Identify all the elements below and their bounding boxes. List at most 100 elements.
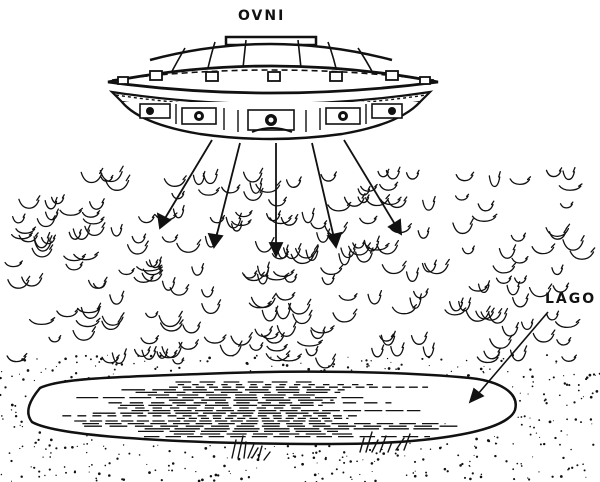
ground-dot — [591, 423, 593, 425]
ground-dot — [95, 355, 99, 358]
mist-stroke — [219, 340, 243, 357]
ground-dot — [2, 418, 4, 420]
mist-stroke — [265, 350, 291, 362]
mist-stroke — [231, 219, 252, 227]
ground-dot — [475, 437, 478, 441]
ground-dot — [519, 392, 521, 394]
mist-stroke — [410, 331, 428, 345]
ground-dot — [19, 447, 21, 450]
ground-dot — [552, 420, 554, 422]
mist-stroke — [269, 214, 293, 225]
ground-dot — [532, 456, 534, 458]
ground-dot — [368, 448, 372, 452]
mist-stroke — [532, 329, 556, 343]
ground-dot — [321, 477, 324, 480]
ground-dot — [522, 375, 525, 378]
mist-stroke — [84, 222, 106, 237]
ground-dot — [580, 421, 582, 424]
mist-stroke — [480, 308, 503, 321]
mist-stroke — [476, 354, 500, 364]
mist-stroke — [10, 232, 34, 240]
mist-stroke — [65, 261, 84, 271]
ground-dot — [160, 479, 163, 482]
ground-dot — [473, 454, 475, 456]
ground-dot — [91, 464, 93, 466]
ground-dot — [178, 366, 181, 370]
ground-dot — [208, 356, 211, 360]
mist-stroke — [104, 174, 131, 191]
ground-dot — [394, 452, 397, 455]
mist-stroke — [171, 190, 185, 200]
ground-dot — [10, 480, 13, 482]
ground-dot — [397, 367, 400, 371]
mist-stroke — [556, 337, 572, 346]
ground-dot — [365, 359, 368, 362]
mist-stroke — [380, 330, 396, 346]
ground-dot — [38, 431, 42, 434]
ground-dot — [104, 464, 107, 467]
ground-dot — [469, 465, 471, 468]
ground-dot — [371, 470, 373, 473]
ground-dot — [49, 438, 53, 442]
ground-dot — [346, 366, 350, 369]
mist-stroke — [285, 176, 302, 188]
ground-dot — [10, 459, 13, 463]
mist-stroke — [178, 339, 200, 350]
ground-dot — [592, 443, 595, 446]
ground-dot — [457, 454, 460, 457]
ground-dot — [50, 452, 52, 454]
mist-stroke — [501, 322, 520, 337]
ground-dot — [33, 446, 36, 448]
ground-dot — [370, 360, 372, 362]
ground-dot — [489, 368, 491, 370]
ground-dot — [293, 455, 297, 458]
mist-stroke — [292, 309, 313, 325]
mist-stroke — [444, 307, 467, 316]
mist-stroke — [133, 346, 151, 358]
ground-dot — [520, 465, 523, 467]
mist-stroke — [552, 282, 570, 293]
mist-stroke — [15, 226, 37, 234]
ground-dot — [450, 370, 453, 373]
mist-stroke — [545, 167, 563, 178]
mist-stroke — [161, 341, 183, 359]
mist-stroke — [7, 275, 31, 289]
ground-dot — [171, 469, 174, 472]
ground-dot — [86, 451, 88, 454]
ground-dot — [592, 373, 596, 376]
mist-stroke — [63, 253, 87, 262]
mist-stroke — [471, 213, 498, 222]
mist-stroke — [201, 299, 222, 315]
mist-stroke — [131, 233, 147, 244]
ground-dot — [184, 451, 187, 454]
ground-dot — [88, 465, 90, 468]
ground-dot — [18, 373, 21, 375]
mist-stroke — [81, 210, 101, 218]
mist-stroke — [282, 243, 302, 260]
ground-dot — [414, 470, 416, 472]
ground-dot — [253, 356, 257, 360]
ground-dot — [307, 367, 311, 371]
mist-stroke — [202, 168, 219, 185]
mist-stroke — [111, 348, 127, 365]
mist-stroke — [310, 220, 328, 230]
ground-dot — [312, 456, 316, 460]
ground-dot — [520, 423, 523, 426]
ground-dot — [338, 459, 341, 461]
mist-stroke — [355, 247, 374, 263]
mist-stroke — [283, 273, 298, 283]
ground-dot — [22, 378, 25, 381]
ground-dot — [568, 384, 571, 387]
ground-dot — [108, 462, 111, 465]
ground-dot — [15, 411, 17, 414]
ground-dot — [19, 424, 21, 426]
ground-dot — [469, 477, 472, 481]
mist-stroke — [569, 247, 596, 260]
ground-dot — [496, 436, 499, 439]
mist-stroke — [145, 259, 159, 268]
ground-dot — [63, 466, 66, 468]
ground-dot — [531, 385, 534, 388]
ground-dot — [108, 474, 111, 477]
ground-dot — [425, 474, 428, 477]
